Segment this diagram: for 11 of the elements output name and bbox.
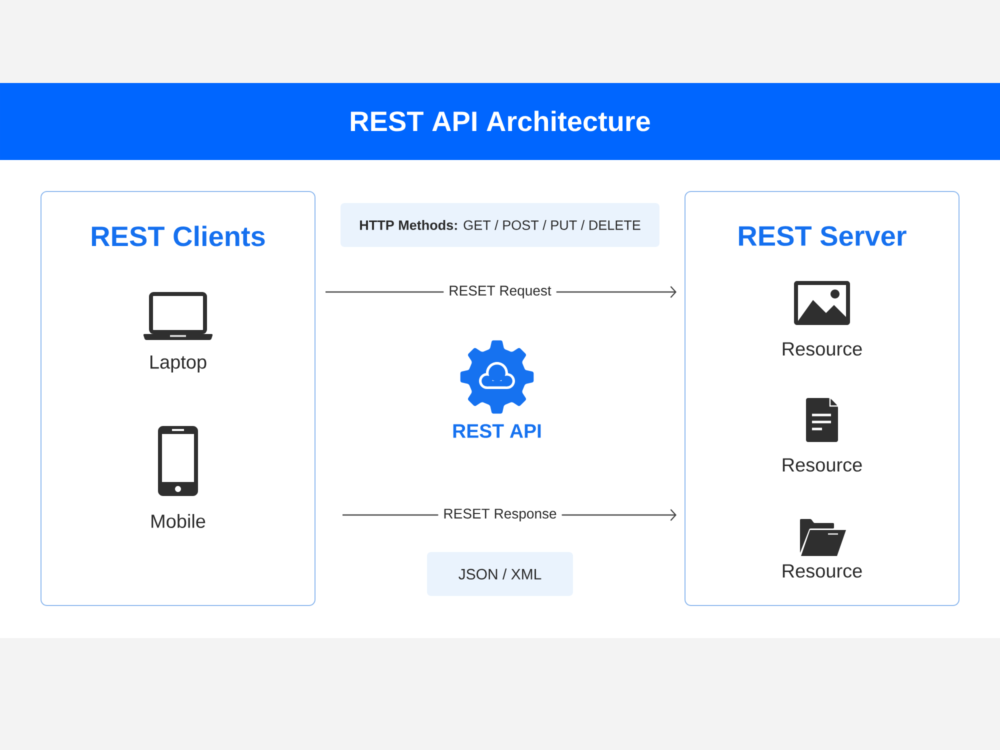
edge-label: RESET Request bbox=[444, 280, 556, 304]
device-label: Laptop bbox=[150, 356, 206, 372]
resource-label: Resource bbox=[782, 564, 862, 578]
resource-label: Resource bbox=[782, 342, 862, 356]
edge-label: RESET Response bbox=[438, 504, 562, 526]
title-banner: REST API Architecture bbox=[0, 83, 1000, 160]
api-label: REST API bbox=[453, 424, 541, 438]
device-label: Mobile bbox=[152, 514, 206, 528]
resource-label: Resource bbox=[782, 458, 862, 472]
format-box: JSON / XML bbox=[427, 552, 573, 596]
methods-box: HTTP Methods: GET / POST / PUT / DELETE bbox=[340, 203, 660, 247]
